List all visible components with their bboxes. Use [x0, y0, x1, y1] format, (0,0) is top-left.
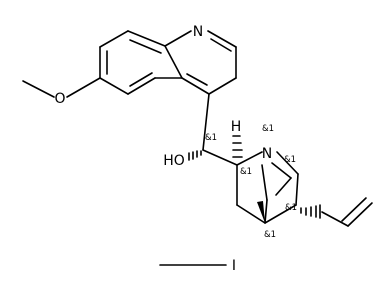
bond — [275, 177, 292, 196]
quinuclidine-cage — [232, 135, 299, 224]
bond — [321, 211, 349, 227]
bond — [261, 164, 268, 201]
stereo-label-c8-lower: &1 — [240, 167, 252, 177]
vinyl-group — [300, 197, 373, 227]
bond — [181, 77, 210, 95]
bond — [202, 93, 210, 151]
bond — [236, 204, 266, 224]
wedge — [257, 201, 265, 223]
bond — [295, 173, 299, 206]
double-bond-inner — [341, 197, 367, 222]
stereo-label-c3: &1 — [285, 203, 297, 213]
bond — [202, 149, 238, 166]
methoxy-oxygen-label: O — [54, 91, 65, 107]
bond — [271, 162, 292, 179]
bond — [164, 45, 183, 79]
carbinol-center — [188, 93, 238, 166]
bond — [164, 30, 192, 47]
double-bond-inner — [186, 73, 208, 86]
bond — [127, 77, 156, 95]
double-bond-inner — [210, 38, 232, 52]
bond — [22, 80, 55, 98]
quinoline-nitrogen-label: N — [193, 24, 203, 40]
double-bond-inner — [129, 72, 153, 87]
bond — [264, 204, 297, 224]
stereo-label-n1: &1 — [284, 155, 296, 165]
hydroxyl-label: HO — [163, 153, 185, 169]
stereo-label-c4: &1 — [264, 230, 276, 240]
bond — [66, 77, 101, 98]
bond — [99, 30, 129, 48]
iodine-label: I — [232, 258, 236, 274]
quinoline-pyridine-ring — [164, 30, 237, 95]
quinuclidine-nitrogen-label: N — [262, 146, 272, 162]
bond — [207, 30, 237, 48]
methoxy-group — [22, 77, 101, 98]
bond — [264, 199, 268, 224]
bond — [99, 77, 129, 95]
bond — [347, 202, 373, 227]
bond — [208, 77, 237, 95]
bond — [236, 151, 263, 166]
bond — [127, 30, 166, 47]
stereo-label-carbinol: &1 — [205, 133, 217, 143]
quinoline-benzene-ring — [99, 30, 183, 95]
stereo-hydrogen-label: H — [231, 119, 242, 135]
stereo-label-c8: &1 — [262, 124, 274, 134]
bond — [276, 151, 299, 175]
double-bond-inner — [129, 39, 162, 54]
